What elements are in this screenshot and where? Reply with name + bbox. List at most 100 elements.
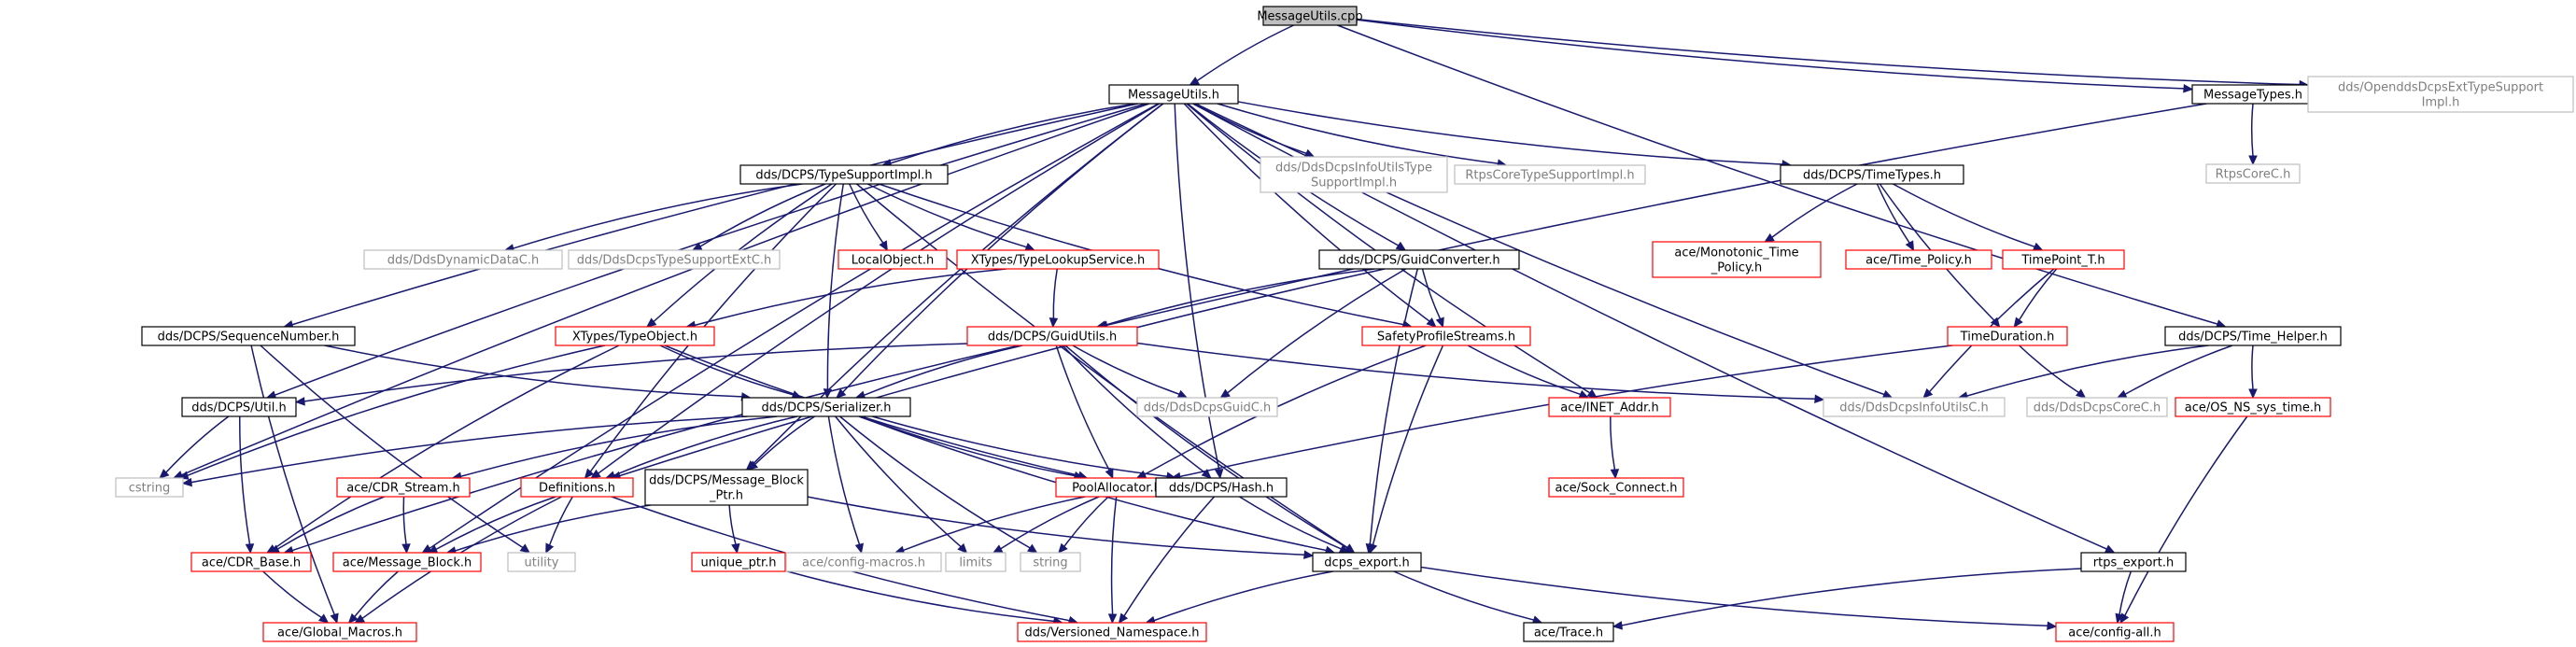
edge-arrowhead <box>1435 316 1444 329</box>
node-label: dds/DCPS/SequenceNumber.h <box>158 331 340 345</box>
edge-cdrbase-to-globalmacros <box>262 570 330 624</box>
node-label: ace/CDR_Base.h <box>202 556 301 570</box>
node-rtpsexport[interactable]: rtps_export.h <box>2080 552 2187 572</box>
node-label: dds/DCPS/Util.h <box>191 401 286 415</box>
node-label: dds/DCPS/Time_Helper.h <box>2178 331 2328 345</box>
edge-definitions-to-msgblock <box>427 496 556 554</box>
node-label: XTypes/TypeObject.h <box>572 331 697 345</box>
node-configall[interactable]: ace/config-all.h <box>2055 622 2175 642</box>
edge-line <box>354 570 399 617</box>
node-trace[interactable]: ace/Trace.h <box>1523 622 1614 642</box>
node-box <box>1361 326 1531 346</box>
node-safety[interactable]: SafetyProfileStreams.h <box>1361 326 1531 346</box>
node-label: dds/DCPS/Hash.h <box>1169 482 1274 496</box>
edge-line <box>1183 103 1430 322</box>
node-box <box>2205 163 2301 184</box>
node-versioned[interactable]: dds/Versioned_Namespace.h <box>1017 622 1207 642</box>
node-box <box>190 552 312 572</box>
edge-poolalloc-to-cfgmacros <box>894 496 1086 555</box>
edge-arrowhead <box>1612 621 1624 630</box>
node-guidconv[interactable]: dds/DCPS/GuidConverter.h <box>1318 249 1520 270</box>
edge-line <box>402 496 407 545</box>
node-util[interactable]: dds/DCPS/Util.h <box>181 397 297 417</box>
node-mono_time[interactable]: ace/Monotonic_Time_Policy.h <box>1652 241 1822 278</box>
node-label: ace/Monotonic_Time <box>1674 246 1798 260</box>
edge-line <box>1062 345 1205 473</box>
node-limits: limits <box>945 552 1006 572</box>
node-tsimpl[interactable]: dds/DCPS/TypeSupportImpl.h <box>739 164 949 185</box>
node-box <box>2002 249 2125 270</box>
edge-guidutils-to-infoutilsc <box>1136 342 1825 403</box>
node-msgtypes[interactable]: MessageTypes.h <box>2191 84 2315 105</box>
node-box <box>956 249 1160 270</box>
node-root[interactable]: MessageUtils.cpp <box>1257 6 1363 26</box>
node-localobj[interactable]: LocalObject.h <box>838 249 948 270</box>
edge-line <box>598 103 1161 474</box>
node-uniqueptr[interactable]: unique_ptr.h <box>691 552 786 572</box>
node-typeobj[interactable]: XTypes/TypeObject.h <box>555 326 715 346</box>
node-label: dds/DCPS/GuidConverter.h <box>1338 254 1499 268</box>
node-box <box>644 469 809 506</box>
edge-seqnum-to-globalmacros <box>250 345 339 625</box>
edge-arrowhead <box>1105 468 1114 480</box>
node-infoutilsc: dds/DdsDcpsInfoUtilsC.h <box>1823 397 2006 417</box>
edge-line <box>262 570 322 619</box>
node-msgblock[interactable]: ace/Message_Block.h <box>332 552 482 572</box>
node-hash[interactable]: dds/DCPS/Hash.h <box>1155 477 1288 498</box>
edge-osns-to-configall <box>2119 415 2248 625</box>
edge-line <box>903 496 1086 552</box>
edge-line <box>659 345 794 396</box>
node-definitions[interactable]: Definitions.h <box>520 477 634 498</box>
edge-line <box>291 103 1138 326</box>
node-timeduration[interactable]: TimeDuration.h <box>1947 326 2068 346</box>
node-mu_h[interactable]: MessageUtils.h <box>1108 84 1239 105</box>
node-box <box>2055 622 2175 642</box>
node-box <box>507 552 576 572</box>
node-label: ace/Time_Policy.h <box>1865 254 1972 268</box>
node-cdrstream[interactable]: ace/CDR_Stream.h <box>336 477 471 498</box>
edge-line <box>699 183 826 247</box>
node-timepoint[interactable]: TimePoint_T.h <box>2002 249 2125 270</box>
node-box <box>691 552 786 572</box>
edge-tsimpl-to-typelookup <box>866 183 1035 251</box>
edge-seqnum-to-utility <box>260 345 530 554</box>
edge-arrowhead <box>1814 394 1825 403</box>
edge-line <box>1372 345 1444 545</box>
edge-arrowhead <box>1764 232 1775 243</box>
node-timehelper[interactable]: dds/DCPS/Time_Helper.h <box>2164 326 2342 346</box>
edge-arrowhead <box>747 460 759 471</box>
node-osns[interactable]: ace/OS_NS_sys_time.h <box>2175 397 2331 417</box>
edge-util-to-cstring <box>159 415 230 479</box>
node-box <box>141 326 356 346</box>
node-dcpsexport[interactable]: dcps_export.h <box>1312 552 1422 572</box>
edge-dcpsexport-to-trace <box>1393 570 1543 625</box>
node-timetypes[interactable]: dds/DCPS/TimeTypes.h <box>1780 164 1964 185</box>
edge-arrowhead <box>2104 544 2116 554</box>
edge-poolalloc-to-string <box>1058 496 1109 554</box>
edge-root-to-opendds_ext <box>1356 18 2310 90</box>
edge-definitions-to-utility <box>545 496 573 555</box>
node-typelookup[interactable]: XTypes/TypeLookupService.h <box>956 249 1160 270</box>
edge-arrowhead <box>1219 388 1231 399</box>
node-poolalloc[interactable]: PoolAllocator.h <box>1055 477 1178 498</box>
edge-mu_h-to-hash <box>1174 103 1224 480</box>
edge-mbptr-to-uniqueptr <box>728 504 740 555</box>
node-time_policy[interactable]: ace/Time_Policy.h <box>1845 249 1992 270</box>
node-seqnum[interactable]: dds/DCPS/SequenceNumber.h <box>141 326 356 346</box>
node-label: MessageUtils.h <box>1128 89 1219 103</box>
node-globalmacros[interactable]: ace/Global_Macros.h <box>262 622 417 642</box>
edge-timetypes-to-mono_time <box>1764 183 1858 243</box>
node-inetaddr[interactable]: ace/INET_Addr.h <box>1548 397 1671 417</box>
edge-line <box>513 183 803 249</box>
node-mbptr[interactable]: dds/DCPS/Message_Block_Ptr.h <box>644 469 809 506</box>
node-label: ace/config-all.h <box>2068 626 2161 640</box>
node-serializer[interactable]: dds/DCPS/Serializer.h <box>741 397 911 417</box>
node-box <box>1017 622 1207 642</box>
node-sockconn[interactable]: ace/Sock_Connect.h <box>1548 477 1684 498</box>
node-cdrbase[interactable]: ace/CDR_Base.h <box>190 552 312 572</box>
edge-line <box>2251 345 2254 390</box>
node-box <box>2307 76 2574 113</box>
node-guidutils[interactable]: dds/DCPS/GuidUtils.h <box>966 326 1138 346</box>
edge-arrowhead <box>1027 543 1038 554</box>
edge-guidutils-to-hash <box>1062 345 1212 479</box>
